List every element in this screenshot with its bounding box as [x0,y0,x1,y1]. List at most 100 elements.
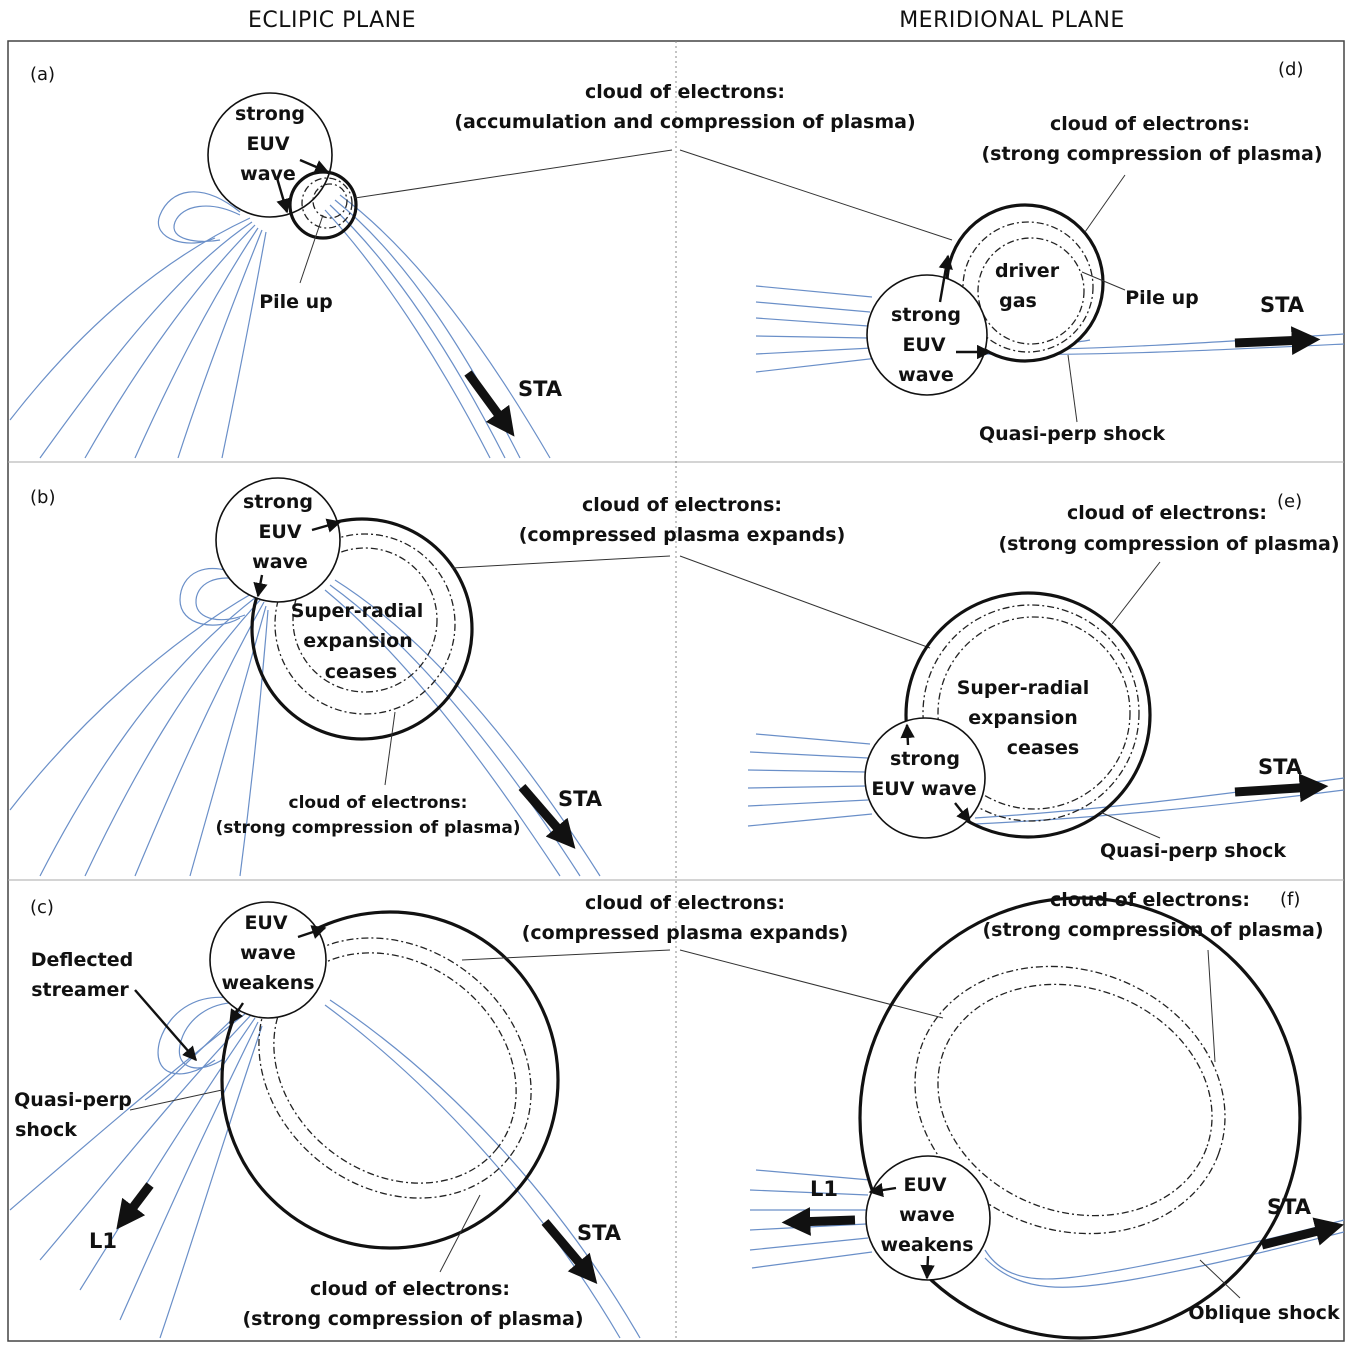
dash-shell-a-outer [301,177,353,229]
arrow-deflected-c [134,989,197,1062]
panel-label-d: (d) [1278,59,1303,80]
cloud-label-cf-1: cloud of electrons: [585,892,785,914]
euv-label-c-1: EUV [244,912,287,934]
cme-front-c [220,910,560,1250]
leader-pileup-a [299,214,324,284]
leader-be-right [679,555,931,649]
leader-shock-f [1199,1259,1241,1299]
euv-wave-circle-b [215,477,341,603]
panel-d: (d) cloud of electrons: (strong compress… [755,59,1345,445]
l1-label-f: L1 [810,1177,838,1201]
cme-front-f [858,896,1302,1340]
sta-label-b: STA [558,787,603,811]
l1-arrow-c [116,1182,154,1230]
euv-label-a-3: wave [240,163,296,185]
dash-shell-b-inner [292,547,438,693]
euv-label-f-3: weakens [880,1234,973,1256]
panel-b: (b) strong EUV wave Super-radial expansi… [9,477,603,877]
panel-c: (c) EUV wave weakens Deflected streamer … [9,897,641,1339]
dash-shell-b-outer [274,533,456,715]
cloud-label-be-1: cloud of electrons: [582,494,782,516]
l1-label-c: L1 [89,1229,117,1253]
cloud-label-f-2: (strong compression of plasma) [982,919,1323,941]
cloud-label-c-2: (strong compression of plasma) [242,1308,583,1330]
leader-shock-e [1099,811,1161,839]
arrow-c-1 [297,925,327,939]
arrow-c-2 [228,1002,245,1025]
leader-cloud-c [439,1194,481,1273]
euv-label-d-1: strong [891,304,961,326]
deflected-label-c-1: Deflected [31,949,133,971]
arrow-e-2 [954,802,971,824]
cloud-label-ad-1: cloud of electrons: [585,81,785,103]
leader-cf-left [461,949,671,961]
dash-shell-f-outer [914,965,1226,1235]
euv-wave-circle-d [866,274,988,396]
leader-shock-d [1067,354,1078,423]
l1-arrow-f [781,1207,856,1236]
sta-arrow-a [464,370,515,437]
driver-label-d-1: driver [995,260,1060,282]
inner-label-b-2: expansion [303,630,413,652]
dash-shell-e-outer [922,604,1140,822]
pileup-label-d: Pile up [1125,287,1199,309]
euv-label-b-2: EUV [258,521,301,543]
qp-label-c-2: shock [15,1119,77,1141]
dash-shell-a-inner [312,183,348,219]
leader-cf-right [679,949,944,1019]
sta-label-a: STA [518,377,563,401]
inner-label-b-1: Super-radial [291,600,424,622]
euv-label-e-1: strong [890,748,960,770]
euv-label-d-3: wave [898,364,954,386]
arrow-f-2 [920,1255,935,1280]
shock-label-d: Quasi-perp shock [979,423,1165,445]
cloud-label-d-1: cloud of electrons: [1050,113,1250,135]
dash-shell-f-inner [937,983,1213,1217]
euv-label-b-1: strong [243,491,313,513]
panel-label-a: (a) [30,64,55,85]
euv-wave-circle-a [207,92,333,218]
header-meridional-plane: MERIDIONAL PLANE [899,8,1125,33]
euv-label-f-1: EUV [903,1174,946,1196]
shock-label-e: Quasi-perp shock [1100,840,1286,862]
dash-shell-d-outer [962,221,1094,353]
leader-qp-c [129,1089,223,1111]
cloud-label-e-2: (strong compression of plasma) [998,533,1339,555]
inner-label-e-1: Super-radial [957,677,1090,699]
euv-wave-circle-f [865,1155,991,1281]
sta-arrow-d [1234,326,1321,355]
arrow-b-2 [253,574,268,598]
panel-f: (f) cloud of electrons: (strong compress… [749,889,1345,1340]
shock-label-f: Oblique shock [1188,1302,1340,1324]
sta-label-f: STA [1267,1195,1312,1219]
sta-arrow-e [1234,773,1329,803]
field-lines-a [9,191,551,459]
sta-arrow-f [1260,1217,1344,1250]
cloud-label-f-1: cloud of electrons: [1050,889,1250,911]
sta-arrow-c [541,1219,598,1285]
cloud-label-cf-2: (compressed plasma expands) [522,922,849,944]
leader-cloud-f [1207,949,1216,1063]
cloud-label-b-2: (strong compression of plasma) [215,818,520,838]
euv-label-a-1: strong [235,103,305,125]
euv-wave-circle-e [864,717,986,839]
arrow-a-1 [299,158,330,174]
euv-label-b-3: wave [252,551,308,573]
panel-e: (e) cloud of electrons: (strong compress… [747,491,1345,862]
dash-shell-e-inner [937,616,1131,810]
cloud-label-ad-2: (accumulation and compression of plasma) [454,111,915,133]
cme-front-e [904,591,1152,839]
arrow-a-2 [275,177,291,214]
panel-label-f: (f) [1280,889,1300,910]
panel-label-e: (e) [1277,491,1302,512]
panel-a: (a) strong EUV wave Pile up STA [9,64,563,459]
field-lines-f [749,1169,1345,1288]
arrow-f-1 [868,1182,897,1198]
euv-label-d-2: EUV [902,334,945,356]
inner-label-e-2: expansion [968,707,1078,729]
cloud-label-c-1: cloud of electrons: [310,1278,510,1300]
cloud-label-d-2: (strong compression of plasma) [981,143,1322,165]
qp-label-c-1: Quasi-perp [14,1089,132,1111]
euv-label-f-2: wave [899,1204,955,1226]
